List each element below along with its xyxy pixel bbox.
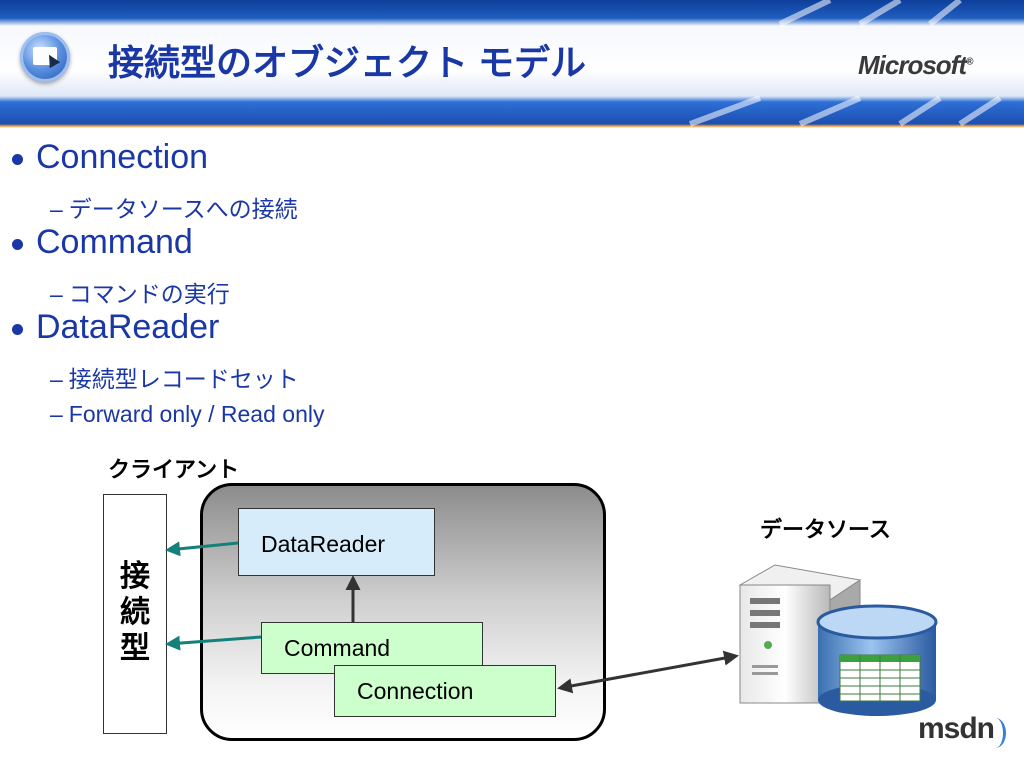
bullet-dot [12, 239, 23, 250]
sub-bullet-label: 接続型レコードセット [68, 366, 299, 392]
command-label: Command [284, 635, 391, 661]
sub-bullet-connection-1: –データソースへの接続 [50, 190, 298, 224]
dash-glyph: – [50, 401, 63, 427]
page-title: 接続型のオブジェクト モデル [108, 42, 587, 83]
connection-node: Connection [334, 665, 556, 717]
arrow-datareader-to-connected [165, 541, 239, 557]
datasource-label: データソース [760, 517, 891, 542]
sub-bullet-label: コマンドの実行 [68, 281, 230, 307]
sub-bullet-label: データソースへの接続 [68, 196, 298, 222]
microsoft-logo-text: Microsoft [858, 50, 967, 80]
header-band: 接続型のオブジェクト モデル Microsoft® [0, 0, 1024, 128]
connection-label: Connection [357, 678, 474, 704]
header-streaks [688, 0, 1002, 127]
dash-glyph: – [50, 196, 63, 222]
bullet-command: Command [12, 223, 193, 262]
microsoft-logo: Microsoft® [858, 50, 973, 81]
sub-bullet-datareader-1: –接続型レコードセット [50, 360, 299, 394]
arrow-connection-datasource [557, 650, 739, 694]
computer-cursor-icon [20, 32, 70, 82]
bullet-label: DataReader [36, 308, 220, 346]
msdn-swoosh-icon [985, 718, 1006, 748]
sub-bullet-label: Forward only / Read only [68, 401, 325, 427]
microsoft-logo-mark: ® [966, 56, 973, 68]
bullet-label: Command [36, 223, 193, 261]
database-icon [816, 604, 938, 716]
bullet-dot [12, 324, 23, 335]
connected-type-label: 接続型 [104, 559, 166, 667]
sub-bullet-datareader-2: –Forward only / Read only [50, 401, 324, 428]
bullet-datareader: DataReader [12, 308, 220, 347]
sub-bullet-command-1: –コマンドの実行 [50, 275, 230, 309]
dash-glyph: – [50, 281, 63, 307]
bullet-dot [12, 154, 23, 165]
connected-type-box: 接続型 [103, 494, 167, 734]
datareader-node: DataReader [238, 508, 435, 576]
connected-type-text: 接続型 [120, 560, 150, 665]
msdn-logo: msdn [918, 712, 995, 745]
arrow-command-to-connected [165, 635, 262, 651]
client-label: クライアント [108, 457, 240, 482]
dash-glyph: – [50, 366, 63, 392]
datareader-label: DataReader [261, 531, 386, 557]
bullet-connection: Connection [12, 138, 209, 177]
bullet-label: Connection [36, 138, 209, 176]
